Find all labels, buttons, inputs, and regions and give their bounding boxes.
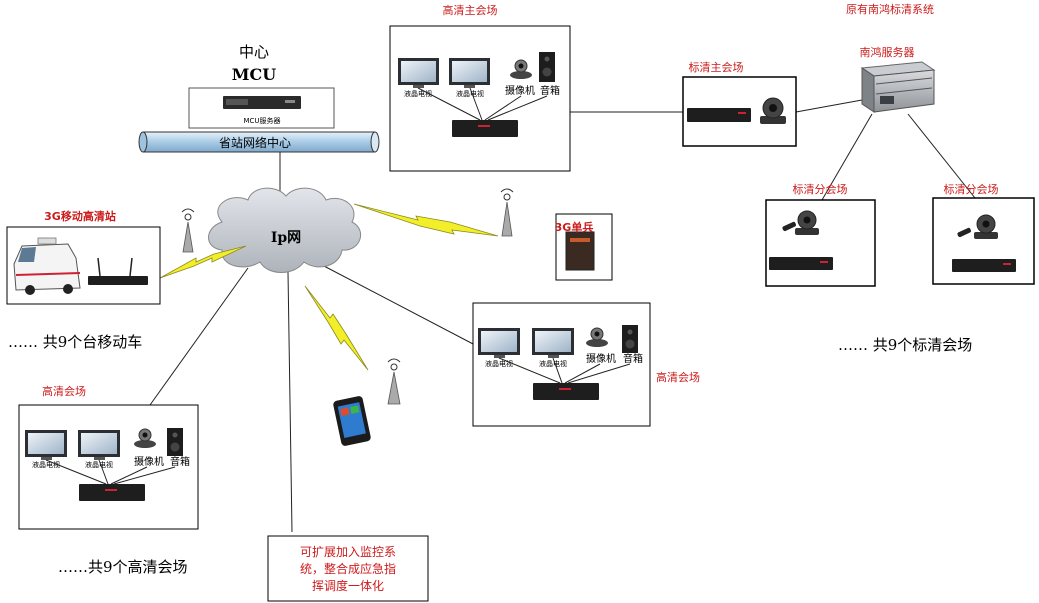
remote-icon [782, 221, 796, 232]
lightning-bolt-icon [304, 285, 369, 371]
ip-cloud [208, 187, 362, 273]
link-legacy-branch-left [821, 113, 873, 201]
codec-icon [952, 259, 1016, 272]
sd-count-label: …… 共9个标清会场 [838, 336, 972, 354]
mcu-server-label: MCU服务器 [243, 116, 280, 125]
legacy-sd-system: 原有南鸿标清系统 南鸿服务器 [846, 2, 936, 113]
camera-label: 摄像机 [134, 455, 164, 468]
mobile-title: 3G移动高清站 [44, 209, 116, 223]
tv-label: 液晶电视 [539, 359, 567, 368]
center-title: 中心 [239, 43, 269, 61]
hd-left-title: 高清会场 [42, 384, 86, 398]
camera-icon [510, 59, 532, 79]
camera-icon [586, 327, 608, 347]
note-line-2: 统，整合成应急指 [300, 561, 396, 576]
smartphone-icon [333, 396, 371, 446]
mcu-server-icon [223, 96, 301, 109]
speaker-label: 音箱 [170, 455, 190, 468]
codec-icon [79, 484, 145, 501]
center-mcu-group: 中心 MCU MCU服务器 省站网络中心 [138, 43, 380, 153]
legacy-server-label: 南鸿服务器 [860, 45, 915, 59]
network-center-label: 省站网络中心 [219, 135, 291, 150]
antenna-icon [181, 208, 195, 253]
camera-label: 摄像机 [586, 352, 616, 365]
ip-cloud-label: Ip网 [271, 230, 301, 246]
link-cloud-hdleft [149, 267, 249, 406]
connection-lines [149, 99, 976, 533]
hd-venue-right: 高清会场 液晶电视 液晶电视 摄像机 音箱 [472, 302, 700, 427]
link-legacy-branch-right [907, 113, 976, 199]
extension-note: 可扩展加入监控系 统，整合成应急指 挥调度一体化 [267, 535, 429, 602]
tv-label: 液晶电视 [85, 460, 113, 469]
codec-icon [687, 108, 751, 122]
ptz-camera-icon [974, 214, 998, 239]
network-center-pipe [138, 131, 380, 153]
camera-label: 摄像机 [505, 84, 535, 97]
mobile-count-label: …… 共9个台移动车 [8, 333, 142, 351]
tv-icon [478, 328, 520, 358]
speaker-icon [167, 428, 183, 456]
server-rack-icon [860, 61, 936, 113]
mobile-station: 3G移动高清站 [6, 209, 161, 305]
backpack-device-icon [565, 231, 595, 271]
lightning-bolt-icon [159, 245, 247, 279]
sd-main-title: 标清主会场 [689, 60, 744, 74]
sd-branch-left-title: 标清分会场 [793, 182, 848, 196]
ptz-camera-icon [795, 210, 819, 235]
sd-branch-left-box [765, 199, 876, 287]
sd-branch-right: 标清分会场 [932, 182, 1035, 285]
codec-icon [452, 120, 518, 137]
speaker-icon [539, 52, 555, 82]
hd-main-box [389, 25, 571, 172]
tv-label: 液晶电视 [485, 359, 513, 368]
hd-right-box [472, 302, 651, 427]
hd-left-box [18, 404, 199, 530]
link-cloud-note [287, 271, 293, 533]
antenna-icon [387, 358, 401, 405]
hd-venue-left: 高清会场 液晶电视 液晶电视 摄像机 音箱 [18, 384, 199, 530]
codec-icon [769, 257, 833, 270]
sd-main-venue: 标清主会场 [682, 60, 797, 147]
speaker-label: 音箱 [540, 84, 560, 97]
hd-main-venue: 高清主会场 液晶电视 液晶电视 摄像机 音箱 [389, 3, 571, 172]
tv-icon [398, 58, 439, 88]
lightning-bolt-icon [353, 203, 499, 237]
mcu-label: MCU [232, 65, 276, 84]
single-soldier-label: 3G单兵 [555, 220, 594, 234]
camera-icon [134, 428, 156, 448]
sd-branch-right-title: 标清分会场 [944, 182, 999, 196]
sd-branch-left: 标清分会场 [765, 182, 876, 287]
hd-main-title: 高清主会场 [443, 3, 498, 17]
tv-icon [25, 430, 67, 460]
hd-right-title: 高清会场 [656, 370, 700, 384]
extension-note-box [267, 535, 429, 602]
tv-icon [78, 430, 120, 460]
tv-label: 液晶电视 [32, 460, 60, 469]
tv-label: 液晶电视 [404, 89, 432, 98]
router-icon [88, 257, 148, 285]
tv-icon [532, 328, 574, 358]
note-line-3: 挥调度一体化 [312, 578, 384, 593]
link-cloud-hdright [321, 264, 476, 346]
tv-label: 液晶电视 [456, 89, 484, 98]
tv-icon [449, 58, 490, 88]
antenna-icon [500, 188, 514, 237]
link-sdmain-legacy [795, 99, 863, 113]
speaker-icon [622, 325, 638, 353]
ambulance-icon [13, 237, 81, 295]
note-line-1: 可扩展加入监控系 [300, 545, 396, 559]
legacy-title: 原有南鸿标清系统 [846, 2, 934, 16]
wireless-links [159, 203, 499, 371]
remote-icon [957, 227, 971, 238]
speaker-label: 音箱 [623, 352, 643, 365]
codec-icon [533, 383, 599, 400]
hd-count-label: ……共9个高清会场 [58, 558, 188, 576]
ptz-camera-icon [760, 97, 786, 124]
single-soldier: 3G单兵 [555, 213, 613, 281]
